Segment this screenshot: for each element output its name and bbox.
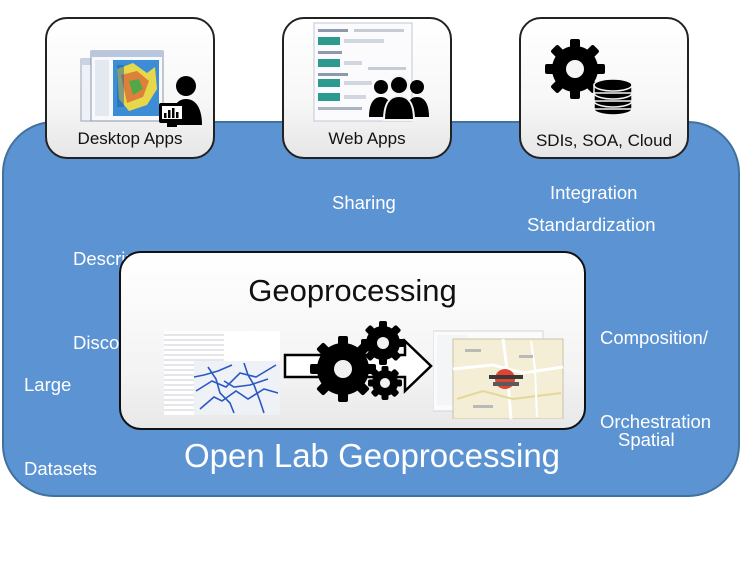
composition-label-line1: Composition/	[600, 327, 708, 348]
sharing-label: Sharing	[332, 192, 396, 213]
composition-orchestration-label: Composition/ Orchestration	[600, 268, 711, 464]
gears-icon	[310, 321, 405, 402]
input-data-thumbnail	[164, 331, 280, 415]
composition-label-line2: Orchestration	[600, 411, 712, 432]
sdi-soa-cloud-label: SDIs, SOA, Cloud	[535, 131, 673, 150]
users-group-icon	[369, 75, 429, 121]
sdi-soa-cloud-card[interactable]: SDIs, SOA, Cloud	[519, 17, 689, 159]
output-map-thumbnail	[433, 330, 564, 419]
integration-label: Integration	[550, 182, 638, 203]
spatial-label-line2: Statistics	[618, 513, 693, 534]
geoprocessing-title: Geoprocessing	[248, 273, 457, 308]
large-datasets-label: Large Datasets	[24, 315, 97, 511]
standardization-label: Standardization	[527, 214, 656, 235]
spatial-label-line1: Spatial	[618, 429, 675, 450]
desktop-apps-card[interactable]: Desktop Apps	[45, 17, 215, 159]
desktop-user-icon	[159, 76, 202, 127]
large-label-line1: Large	[24, 374, 72, 395]
desktop-apps-label: Desktop Apps	[77, 129, 183, 148]
web-apps-label: Web Apps	[328, 129, 406, 148]
web-apps-card[interactable]: Web Apps	[282, 17, 452, 159]
open-lab-geoprocessing-title: Open Lab Geoprocessing	[183, 437, 561, 474]
gears-coins-icon	[545, 39, 633, 115]
geoprocessing-box[interactable]: Geoprocessing	[119, 251, 586, 430]
desktop-app-screenshot-thumbnail	[80, 50, 164, 122]
large-label-line2: Datasets	[24, 458, 98, 479]
